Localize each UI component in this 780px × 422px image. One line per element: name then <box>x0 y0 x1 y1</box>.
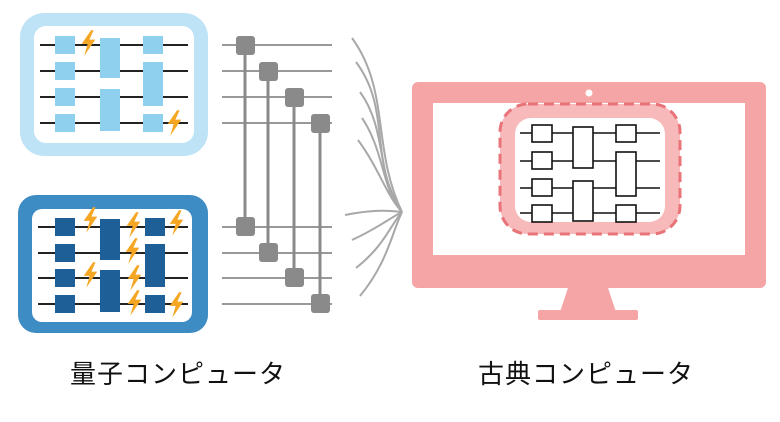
quantum-computer-label: 量子コンピュータ <box>70 360 287 390</box>
classical-computer-label: 古典コンピュータ <box>478 360 695 390</box>
quantum-circuit-icon <box>20 13 208 156</box>
noisy-quantum-circuit-icon <box>18 195 208 333</box>
classical-circuit <box>498 102 682 236</box>
monitor-icon <box>412 82 766 320</box>
wire-bundle-icon <box>222 36 332 313</box>
converging-signal-lines <box>344 37 403 297</box>
